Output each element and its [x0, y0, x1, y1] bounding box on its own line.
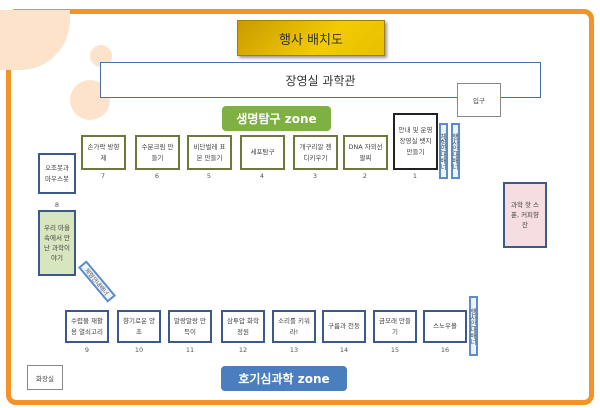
- booth-16: 스노우볼: [423, 310, 467, 343]
- booth-number: 12: [238, 346, 248, 354]
- booth-14: 구름과 천둥: [322, 310, 366, 343]
- banner-event: 행사안내배너: [451, 123, 460, 179]
- booth-number: 14: [339, 346, 349, 354]
- booth-number: 4: [259, 172, 265, 180]
- booth-number: 16: [440, 346, 450, 354]
- booth-number: 10: [134, 346, 144, 354]
- zone-label-life: 생명탐구 zone: [222, 106, 331, 131]
- booth-1: 안내 및 운영 장영실 뱃지만들기: [393, 113, 438, 170]
- booth-2: DNA 자외선 팔찌: [343, 135, 388, 170]
- booth-number: 8: [54, 201, 60, 209]
- booth-7: 손가락 방향제: [81, 135, 126, 170]
- booth-number: 1: [412, 172, 418, 180]
- booth-number: 15: [390, 346, 400, 354]
- booth-6: 수분크림 만들기: [135, 135, 180, 170]
- booth-number: 11: [185, 346, 195, 354]
- booth-number: 6: [154, 172, 160, 180]
- booth-11: 말랑말랑 만득이: [168, 310, 212, 343]
- booth-number: 3: [312, 172, 318, 180]
- banner-event-bottom: 행사안내배너: [469, 296, 478, 356]
- booth-number: 13: [289, 346, 299, 354]
- banner-experience: 체험안내배너: [439, 123, 448, 179]
- entrance-box: 입구: [457, 83, 501, 117]
- booth-number: 2: [362, 172, 368, 180]
- booth-coffee: 과학 핫 스푼, 커피향 잔: [503, 182, 547, 248]
- booth-number: 9: [84, 346, 90, 354]
- decoration-circle: [90, 45, 112, 67]
- booth-4: 세포탐구: [240, 135, 285, 170]
- zone-label-curiosity: 호기심과학 zone: [221, 366, 347, 391]
- page-title: 행사 배치도: [237, 20, 385, 56]
- restroom-box: 화장실: [27, 365, 63, 390]
- booth-village-science: 우리 마을 속에서 만난 과학이야기: [38, 210, 76, 276]
- booth-9: 수렵물 재활용 열쇠고리: [65, 310, 109, 343]
- booth-10: 향기로운 양초: [117, 310, 161, 343]
- booth-5: 비단벌레 표본 만들기: [187, 135, 232, 170]
- booth-12: 삼투압 화학정원: [221, 310, 265, 343]
- booth-number: 7: [100, 172, 106, 180]
- booth-number: 5: [206, 172, 212, 180]
- booth-8: 오조봇과 마우스봇: [38, 153, 76, 194]
- booth-13: 소리를 키워라!: [272, 310, 316, 343]
- booth-15: 금모래 만들기: [373, 310, 417, 343]
- booth-3: 개구리알 젠디키우기: [293, 135, 338, 170]
